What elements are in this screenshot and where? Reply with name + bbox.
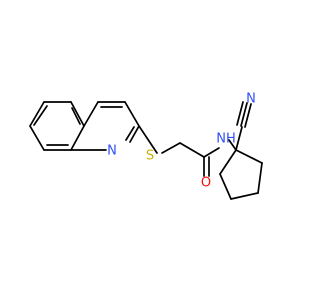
atom-n-nitrile: N: [246, 92, 256, 107]
bond: [161, 142, 181, 154]
bond: [179, 142, 205, 158]
atom-labels: N S O NH N: [107, 92, 256, 191]
bond: [83, 101, 99, 127]
bond: [203, 147, 220, 158]
atom-o: O: [201, 176, 211, 191]
bond: [71, 107, 81, 125]
bond: [230, 192, 259, 200]
bond: [124, 101, 140, 127]
bond: [235, 126, 243, 151]
bond: [138, 125, 158, 154]
bond: [228, 139, 237, 151]
bond: [70, 101, 85, 127]
bond: [235, 149, 263, 164]
bond: [244, 103, 252, 128]
atom-nh: NH: [216, 132, 236, 147]
bond: [219, 149, 237, 175]
bond: [219, 173, 232, 200]
atom-s: S: [146, 149, 154, 164]
bond: [240, 102, 248, 127]
bond: [29, 101, 45, 127]
bond: [70, 125, 85, 151]
bond: [129, 125, 140, 143]
bond: [125, 126, 135, 141]
molecule-structure: N S O NH N: [29, 92, 263, 200]
bond-lines: [29, 101, 263, 200]
atom-n-ring: N: [107, 144, 117, 159]
bond: [29, 125, 45, 151]
bond: [33, 105, 48, 126]
bond: [236, 101, 244, 126]
bond: [257, 162, 263, 194]
